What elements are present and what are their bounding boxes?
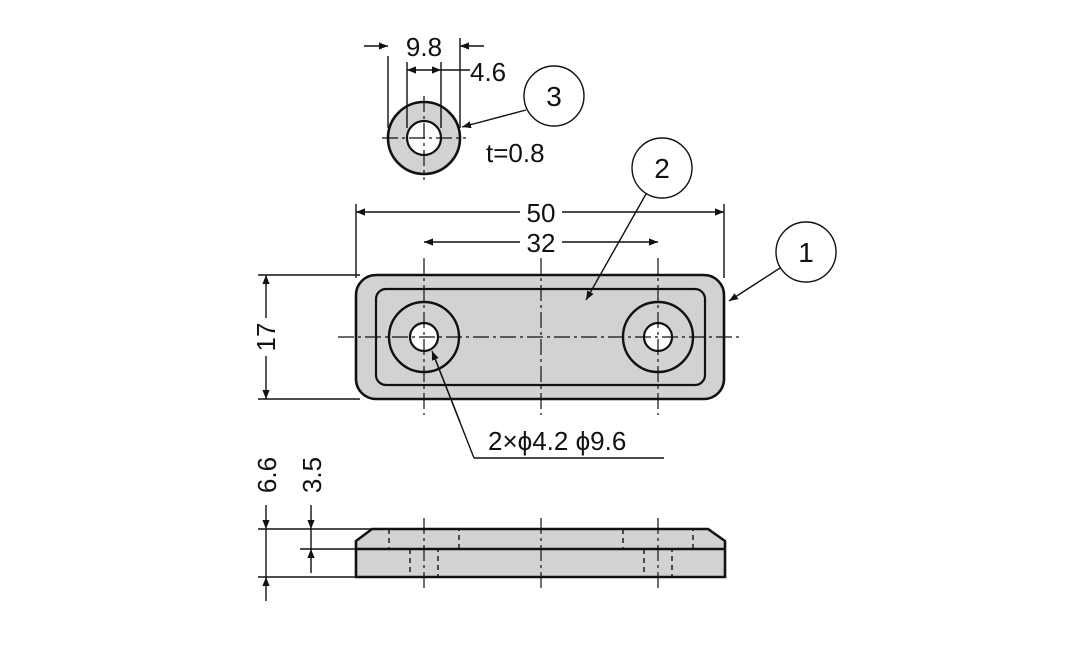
hidden-hole-right (643, 549, 673, 578)
dim-height-total: 6.6 (252, 457, 282, 493)
hidden-hole-left (409, 549, 439, 578)
callout-circle-3 (523, 65, 585, 127)
callout-circle-1 (775, 221, 837, 283)
dim-width: 17 (251, 323, 281, 352)
callout-washer: 3 (546, 81, 562, 112)
callout-leader-1 (728, 267, 781, 302)
dim-washer-outer: 9.8 (406, 32, 442, 62)
callout-leader-3 (461, 109, 527, 129)
dim-hole-pitch: 32 (527, 228, 556, 258)
hole-leader-arrow (431, 350, 461, 423)
washer-view: 9.8 4.6 t=0.8 3 (364, 32, 585, 180)
callout-base: 1 (798, 237, 814, 268)
dim-height-base: 3.5 (297, 457, 327, 493)
top-view: 50 32 17 2×ϕ4.2 ϕ9.6 2 1 (251, 137, 837, 459)
side-view: 6.6 3.5 (252, 457, 727, 601)
callout-leader-2 (585, 193, 647, 301)
callout-magnet: 2 (654, 153, 670, 184)
dim-washer-inner: 4.6 (470, 57, 506, 87)
callout-circle-2 (631, 137, 693, 199)
dim-holes: 2×ϕ4.2 ϕ9.6 (488, 426, 626, 456)
dim-length-overall: 50 (527, 198, 556, 228)
dim-washer-thickness: t=0.8 (486, 138, 545, 168)
